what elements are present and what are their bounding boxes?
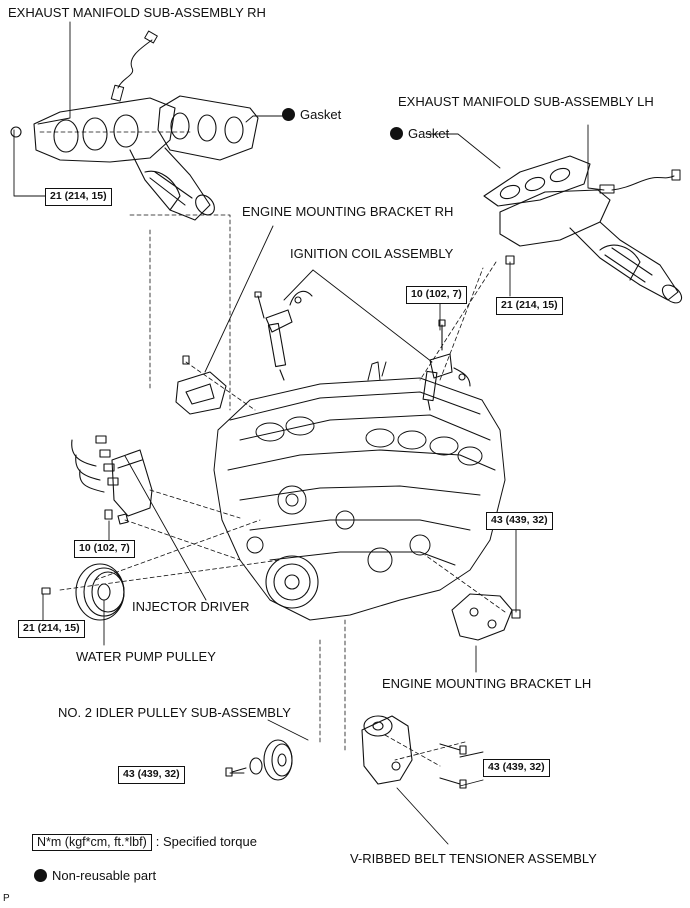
label-exhaust-manifold-rh: EXHAUST MANIFOLD SUB-ASSEMBLY RH: [8, 5, 266, 20]
legend-torque: N*m (kgf*cm, ft.*lbf): Specified torque: [32, 834, 257, 851]
torque-exhaust-rh: 21 (214, 15): [45, 188, 112, 206]
exhaust-manifold-rh: [33, 97, 215, 221]
non-reusable-marker-icon: [34, 869, 47, 882]
label-belt-tensioner: V-RIBBED BELT TENSIONER ASSEMBLY: [350, 851, 597, 866]
injector-driver: [71, 435, 153, 525]
legend-non-reusable: Non-reusable part: [34, 869, 156, 882]
leader-lines: [13, 21, 605, 845]
torque-injector-driver: 10 (102, 7): [74, 540, 135, 558]
label-engine-mounting-bracket-lh: ENGINE MOUNTING BRACKET LH: [382, 676, 592, 691]
legend-unit-box: N*m (kgf*cm, ft.*lbf): [32, 834, 152, 851]
non-reusable-marker-icon: [390, 127, 403, 140]
water-pump-pulley-art: [41, 563, 125, 621]
belt-tensioner-art: [361, 715, 467, 789]
label-injector-driver: INJECTOR DRIVER: [132, 599, 250, 614]
torque-water-pump: 21 (214, 15): [18, 620, 85, 638]
non-reusable-marker-icon: [282, 108, 295, 121]
manifold-nut-lh: [505, 255, 515, 265]
torque-bracket-lh: 43 (439, 32): [486, 512, 553, 530]
gasket-rh: [157, 95, 259, 161]
gasket-rh-text: Gasket: [300, 107, 342, 122]
label-idler-pulley: NO. 2 IDLER PULLEY SUB-ASSEMBLY: [58, 705, 291, 720]
label-exhaust-manifold-lh: EXHAUST MANIFOLD SUB-ASSEMBLY LH: [398, 94, 654, 109]
manifold-nut-rh: [10, 126, 22, 138]
engine-mounting-bracket-rh: [175, 355, 227, 415]
label-gasket-lh: Gasket: [390, 127, 449, 140]
gasket-lh: [483, 155, 591, 207]
label-gasket-rh: Gasket: [282, 108, 341, 121]
idler-pulley-art: [225, 739, 293, 781]
oxygen-sensor-rh: [110, 30, 158, 102]
torque-exhaust-lh: 21 (214, 15): [496, 297, 563, 315]
exhaust-manifold-lh: [499, 189, 683, 304]
gasket-lh-text: Gasket: [408, 126, 450, 141]
ignition-coil-right: [422, 319, 471, 411]
label-engine-mounting-bracket-rh: ENGINE MOUNTING BRACKET RH: [242, 204, 454, 219]
crank-pulley: [265, 555, 319, 609]
torque-idler-pulley: 43 (439, 32): [118, 766, 185, 784]
ignition-coil-left: [254, 290, 313, 381]
engine-block: [213, 361, 506, 621]
label-water-pump-pulley: WATER PUMP PULLEY: [76, 649, 216, 664]
label-ignition-coil-assembly: IGNITION COIL ASSEMBLY: [290, 246, 454, 261]
engine-mounting-bracket-lh: [451, 593, 521, 641]
torque-ignition-coil: 10 (102, 7): [406, 286, 467, 304]
corner-mark: P: [3, 893, 10, 904]
legend-unit-text: : Specified torque: [155, 834, 257, 849]
oxygen-sensor-lh: [599, 169, 681, 194]
torque-tensioner: 43 (439, 32): [483, 759, 550, 777]
legend-non-reusable-text: Non-reusable part: [52, 868, 157, 883]
